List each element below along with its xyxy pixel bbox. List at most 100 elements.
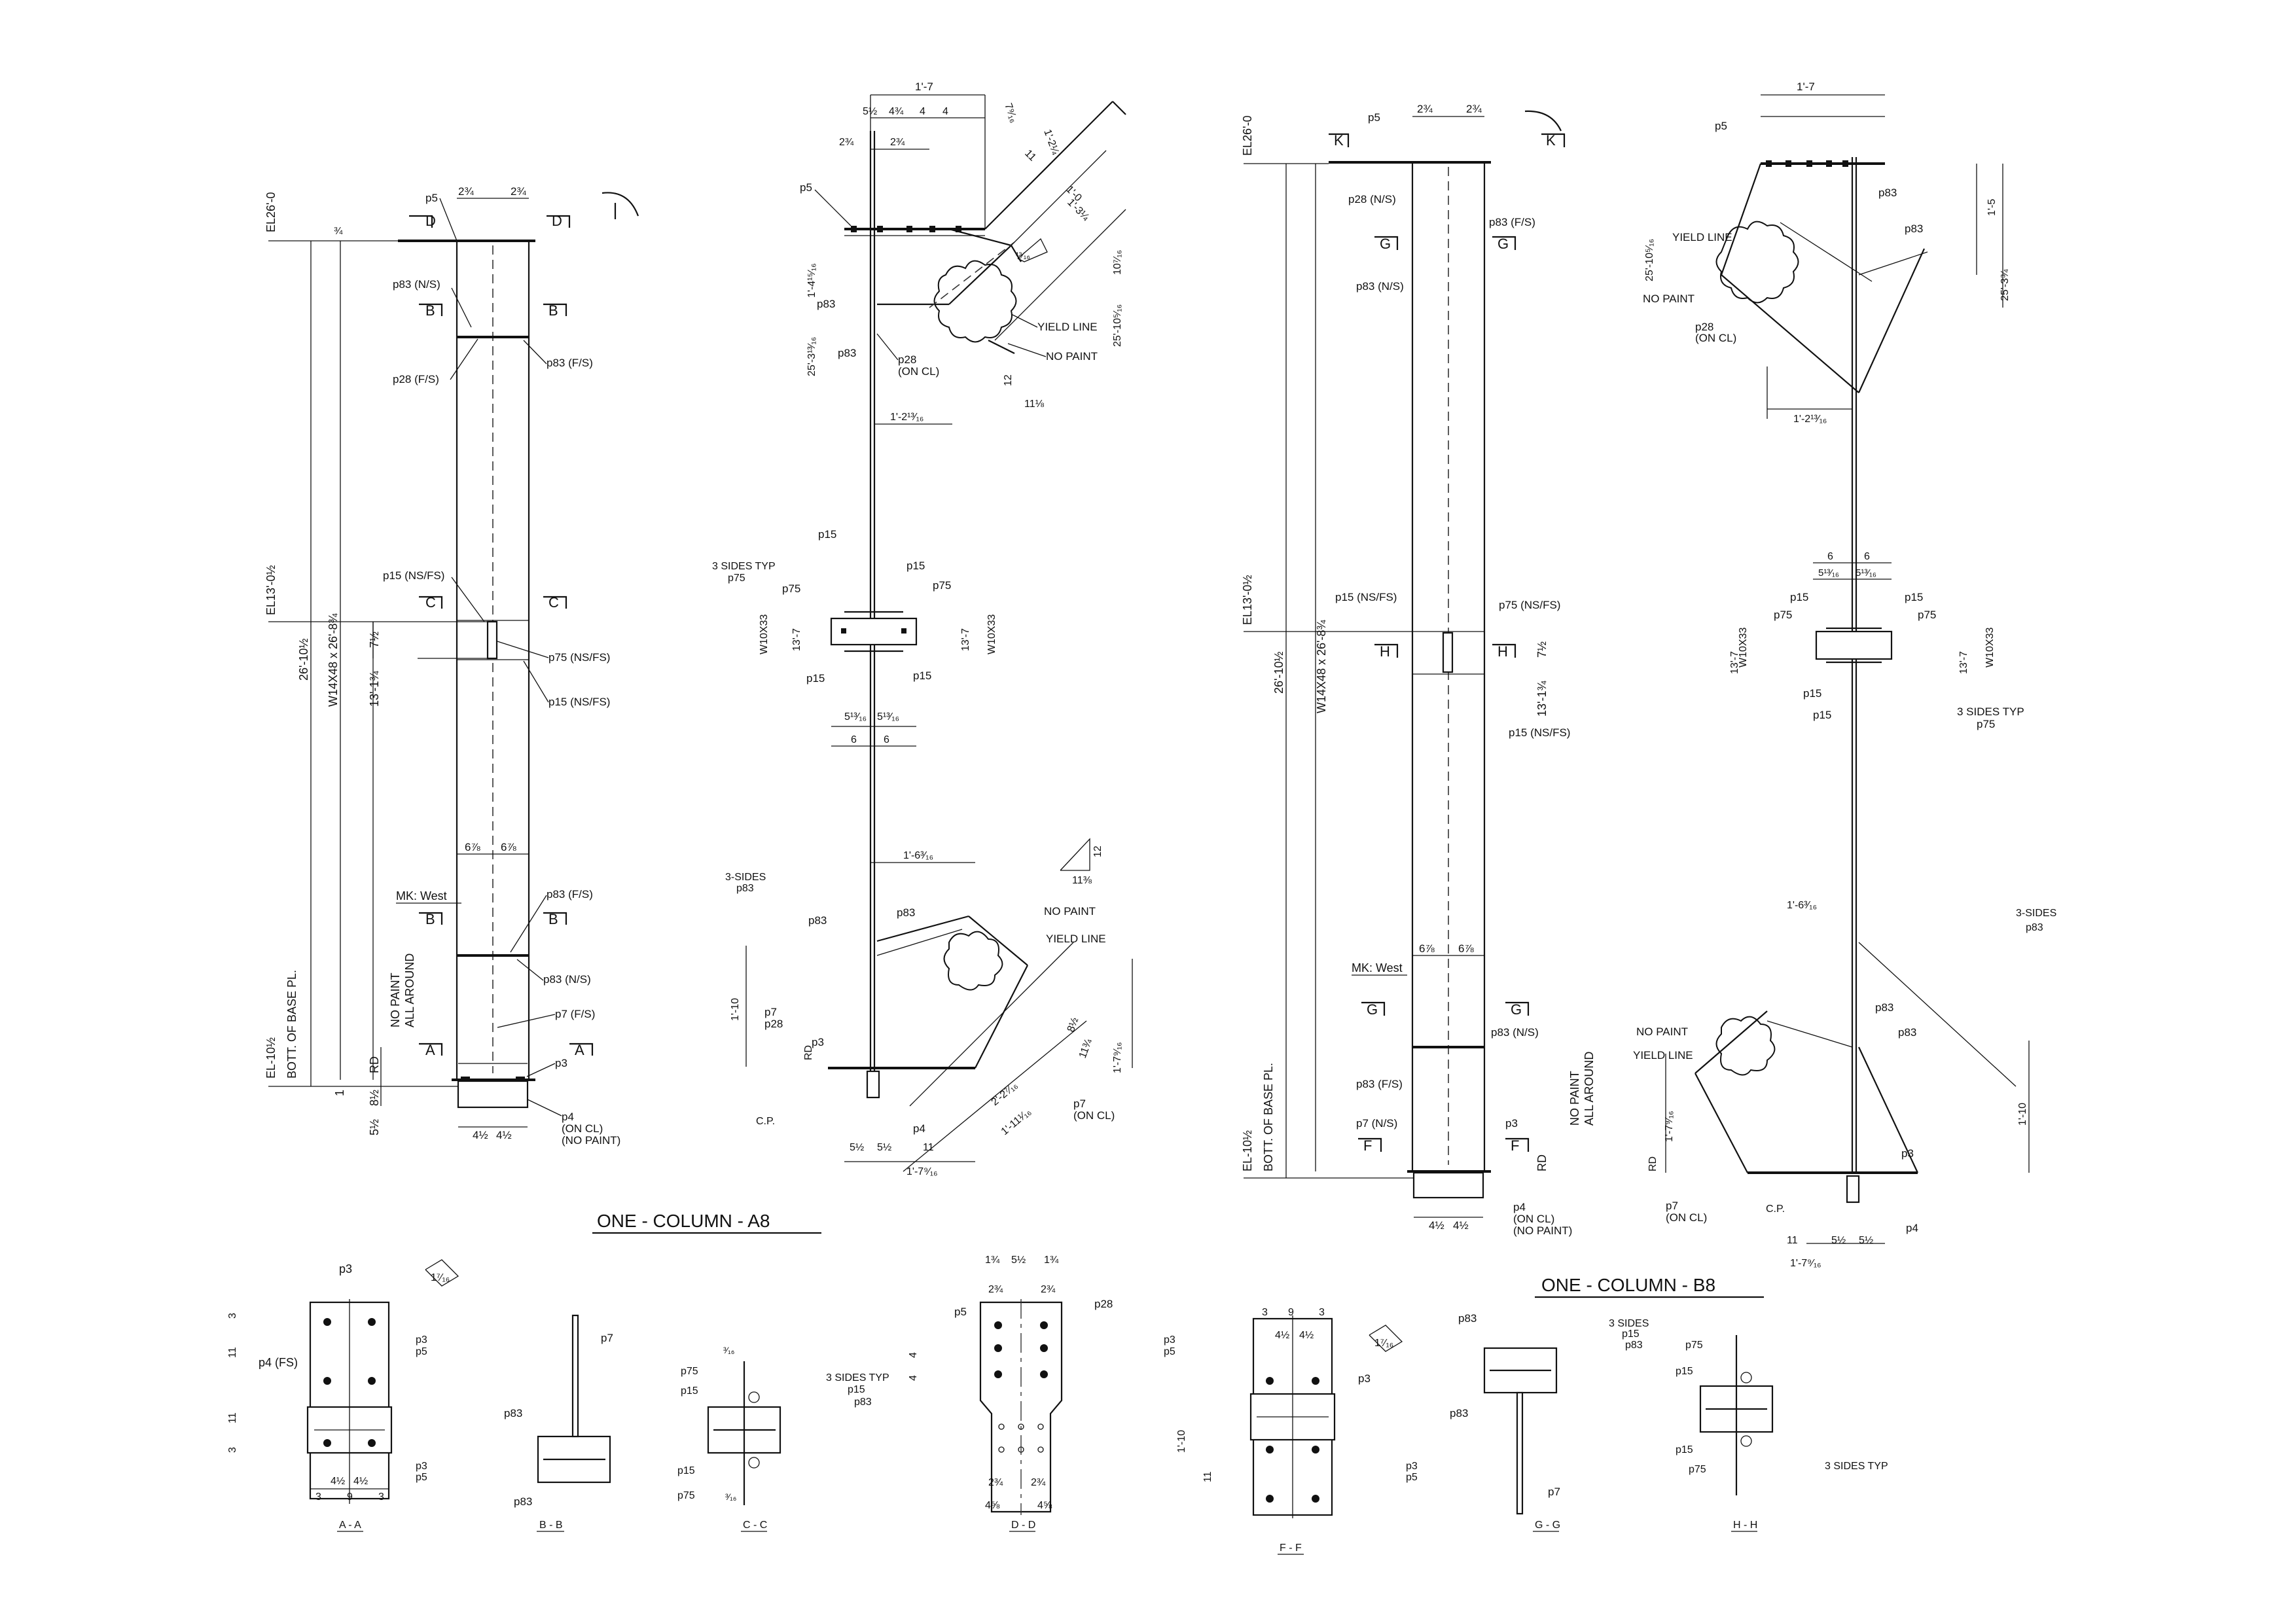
a8s-callout-p5: p5	[800, 181, 812, 194]
b8-beam-off: 7½	[1535, 641, 1549, 658]
a8s-dim-10-716: 10⁷⁄₁₆	[1112, 250, 1123, 275]
a8s-dim-11: 11	[1022, 148, 1038, 164]
a8s-callout-p15-top: p15	[906, 560, 925, 572]
b8s-callout-p83a: p83	[1878, 187, 1897, 199]
b8-top-dim-a: 2¾	[1417, 103, 1433, 115]
a8s-callout-p83-c: p83	[736, 883, 754, 894]
a8s-dim-4b: 4	[942, 106, 948, 117]
a8s-d5h-a: 5½	[850, 1142, 864, 1153]
aa-d9: 9	[347, 1491, 353, 1503]
b8s-dim-1-6-316: 1'-6³⁄₁₆	[1787, 900, 1817, 911]
a8-member-label: W14X48 x 26'-8¾	[327, 613, 340, 707]
b8-callout-p7ns: p7 (N/S)	[1356, 1117, 1397, 1130]
a8-stiff-dim-left: 6⅞	[465, 841, 480, 853]
svg-text:F: F	[1511, 1137, 1519, 1154]
a8s-dim-7-916: 7⁹⁄₁₆	[1002, 102, 1019, 124]
svg-text:F: F	[1363, 1137, 1372, 1154]
gg-p15: p15	[1622, 1329, 1640, 1340]
a8-bott-base: BOTT. OF BASE PL.	[285, 970, 298, 1079]
ff-p5-r2: p5	[1406, 1472, 1418, 1483]
section-gg: p83 3 SIDES p15 p83 p83 p7 G - G	[1450, 1312, 1649, 1532]
dd-p28: p28	[1094, 1298, 1113, 1310]
section-hh: p75 p15 p15 p75 3 SIDES TYP H - H	[1676, 1335, 1888, 1532]
dd-d4b: 4	[908, 1375, 919, 1381]
b8-el-mid: EL13'-0½	[1241, 575, 1254, 626]
bb-p7: p7	[601, 1332, 613, 1344]
ff-title: F - F	[1280, 1543, 1302, 1554]
hh-typ: 3 SIDES TYP	[1825, 1461, 1888, 1472]
b8-beam-dim: 13'-1¾	[1535, 681, 1549, 717]
b8-top-dim-b: 2¾	[1466, 103, 1482, 115]
a8-callout-p4-nopaint: (NO PAINT)	[562, 1134, 620, 1147]
b8s-callout-p15b: p15	[1905, 591, 1923, 603]
b8s-callout-p75b: p75	[1918, 609, 1936, 621]
b8s-rd: RD	[1647, 1156, 1659, 1171]
section-tag-h-left: H	[1374, 643, 1399, 660]
dd-d234c: 2¾	[988, 1477, 1003, 1488]
b8-all-around: ALL AROUND	[1583, 1052, 1596, 1126]
b8-callout-p28ns: p28 (N/S)	[1348, 193, 1396, 205]
hh-title: H - H	[1733, 1520, 1757, 1531]
a8s-dim-6a: 6	[851, 734, 857, 745]
a8s-d11: 11	[923, 1142, 934, 1153]
section-tag-f-right: F	[1505, 1137, 1530, 1154]
a8s-dim-1-7-916: 1'-7⁹⁄₁₆	[1112, 1042, 1123, 1073]
b8s-dim-25-3-34: 25'-3¾	[2000, 269, 2011, 301]
b8s-13-7-right: 13'-7	[1958, 651, 1969, 674]
a8s-callout-p7-left: p7	[764, 1006, 777, 1018]
b8s-w10-right: W10X33	[1984, 628, 1996, 668]
aa-d4h-b: 4½	[353, 1476, 368, 1487]
svg-text:H: H	[1498, 643, 1508, 660]
ff-d110: 1'-10	[1176, 1430, 1187, 1453]
a8-callout-p83ns: p83 (N/S)	[393, 278, 440, 291]
a8s-callout-p4: p4	[913, 1122, 925, 1135]
b8s-callout-p75a: p75	[1774, 609, 1792, 621]
aa-d3-b: 3	[227, 1447, 238, 1453]
a8s-dim-8-12: 8½	[1066, 1016, 1081, 1034]
a8-base-dim-right: 4½	[496, 1129, 512, 1141]
a8s-dim-1-6-316: 1'-6³⁄₁₆	[903, 850, 933, 861]
a8s-dim-12b: 12	[1092, 846, 1103, 857]
b8-callout-p4-np: (NO PAINT)	[1513, 1224, 1572, 1237]
a8s-13-7-right: 13'-7	[960, 628, 971, 651]
b8s-dim-6a: 6	[1827, 551, 1833, 562]
cc-title: C - C	[743, 1520, 767, 1531]
b8s-dim-1-5: 1'-5	[1986, 199, 1998, 216]
b8-callout-p75: p75 (NS/FS)	[1499, 599, 1560, 611]
a8s-dim-5-1316a: 5¹³⁄₁₆	[844, 711, 867, 722]
dd-d134b: 1¾	[1044, 1255, 1059, 1266]
a8-el-bot: EL-10½	[264, 1037, 278, 1079]
a8s-callout-p3: p3	[812, 1036, 824, 1048]
title-b8: ONE - COLUMN - B8	[1535, 1275, 1764, 1298]
b8s-dim-25-10-516: 25'-10⁵⁄₁₆	[1644, 239, 1655, 281]
b8-callout-p83fs-top: p83 (F/S)	[1489, 216, 1535, 228]
ff-p5: p5	[1164, 1346, 1175, 1357]
svg-text:ONE - COLUMN - A8: ONE - COLUMN - A8	[597, 1211, 770, 1231]
b8s-d5h-a: 5½	[1831, 1235, 1846, 1246]
b8s-callout-p5: p5	[1715, 120, 1727, 132]
b8s-yield: YIELD LINE	[1672, 231, 1732, 243]
dd-title: D - D	[1011, 1520, 1035, 1531]
a8s-d5h-b: 5½	[877, 1142, 891, 1153]
a8s-dim-1-2-14: 1'-2¼	[1041, 128, 1061, 157]
dd-p5: p5	[954, 1306, 967, 1318]
a8s-callout-p15-lower-left: p15	[806, 672, 825, 685]
a8s-weld-13: ¹³⁄₁₆	[1016, 250, 1030, 260]
a8s-3sides: 3-SIDES	[725, 872, 766, 883]
section-tag-g-bot-right: G	[1505, 1001, 1530, 1018]
section-tag-g-top-right: G	[1492, 236, 1516, 252]
a8-callout-p75: p75 (NS/FS)	[548, 651, 610, 664]
b8-callout-p15-bot: p15 (NS/FS)	[1509, 726, 1570, 739]
svg-text:B: B	[548, 911, 558, 927]
a8s-dim-1-2-1316: 1'-2¹³⁄₁₆	[890, 412, 924, 423]
ff-d4h-b: 4½	[1299, 1330, 1314, 1341]
a8-dim-8h: 8½	[368, 1090, 381, 1106]
b8-mk: MK: West	[1352, 961, 1403, 974]
cc-p15b: p15	[677, 1465, 695, 1476]
bb-p83a: p83	[504, 1407, 522, 1419]
a8s-dim-4a: 4	[920, 106, 925, 117]
b8-no-paint: NO PAINT	[1568, 1071, 1581, 1126]
dd-d458b: 4⅝	[1037, 1500, 1052, 1511]
a8-callout-p83fs-bot: p83 (F/S)	[547, 888, 593, 901]
section-tag-b-top-right: B	[543, 302, 567, 319]
